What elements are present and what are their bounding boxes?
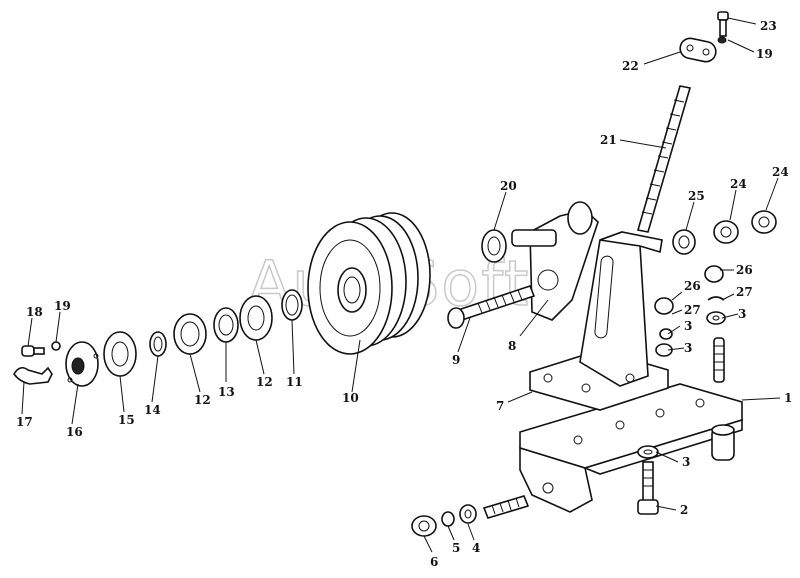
callout-11: 11 — [286, 375, 303, 389]
callout-3b: 3 — [738, 307, 746, 321]
callout-20: 20 — [500, 179, 517, 193]
bottom-stud-parts — [411, 495, 530, 537]
callout-3d: 3 — [684, 319, 692, 333]
callout-12a: 12 — [256, 375, 273, 389]
mounting-bracket-part — [519, 383, 743, 513]
leader-lines — [21, 17, 781, 553]
right-nuts-washers — [654, 210, 777, 461]
callout-3c: 3 — [684, 341, 692, 355]
callout-26a: 26 — [736, 263, 753, 277]
callout-27a: 27 — [736, 285, 753, 299]
seal-ring-part — [481, 229, 507, 263]
threaded-rod-part — [636, 85, 692, 233]
callout-labels: 1 2 3 3 3 3 4 5 6 7 8 9 10 11 12 12 13 1… — [16, 19, 792, 569]
pulley-part — [307, 212, 431, 355]
callout-26b: 26 — [684, 279, 701, 293]
left-hub-parts — [13, 289, 303, 387]
callout-24a: 24 — [730, 177, 747, 191]
upright-support-part — [529, 231, 669, 411]
callout-14: 14 — [144, 403, 161, 417]
callout-15: 15 — [118, 413, 135, 427]
callout-19a: 19 — [54, 299, 71, 313]
callout-27b: 27 — [684, 303, 701, 317]
callout-6: 6 — [430, 555, 438, 569]
callout-23: 23 — [760, 19, 777, 33]
threaded-pin-part — [447, 285, 536, 329]
callout-13: 13 — [218, 385, 235, 399]
callout-1: 1 — [784, 391, 792, 405]
pivot-arm-part — [511, 201, 599, 321]
callout-7: 7 — [496, 399, 504, 413]
callout-24b: 24 — [772, 165, 789, 179]
plate-part — [679, 37, 717, 63]
callout-19b: 19 — [756, 47, 773, 61]
callout-2: 2 — [680, 503, 688, 517]
callout-18: 18 — [26, 305, 43, 319]
callout-9: 9 — [452, 353, 460, 367]
callout-10: 10 — [342, 391, 359, 405]
callout-5: 5 — [452, 541, 460, 555]
callout-25: 25 — [688, 189, 705, 203]
lower-bolt-part — [637, 445, 659, 515]
callout-22: 22 — [622, 59, 639, 73]
callout-21: 21 — [600, 133, 617, 147]
callout-12b: 12 — [194, 393, 211, 407]
callout-8: 8 — [508, 339, 516, 353]
callout-3a: 3 — [682, 455, 690, 469]
small-bolt-top-part — [717, 11, 729, 44]
callout-4: 4 — [472, 541, 480, 555]
callout-16: 16 — [66, 425, 83, 439]
callout-17: 17 — [16, 415, 33, 429]
